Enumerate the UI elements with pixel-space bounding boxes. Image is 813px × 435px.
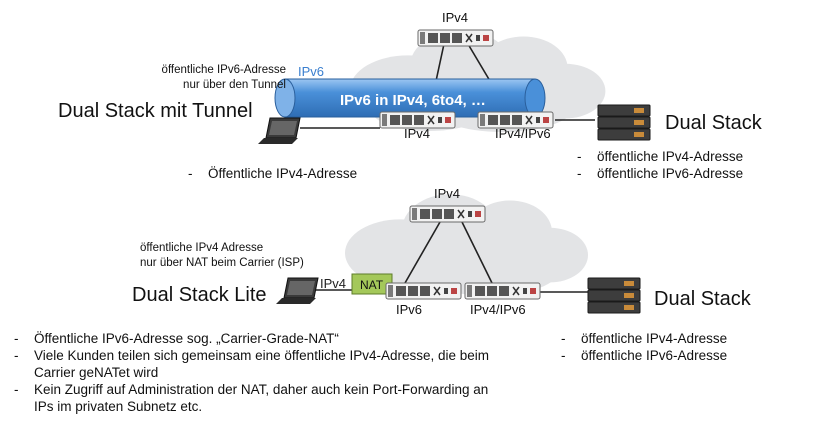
top-router-right-label: IPv4/IPv6 (495, 126, 551, 141)
bottom-title: Dual Stack Lite (132, 284, 267, 306)
top-note-line2: nur über den Tunnel (183, 79, 286, 91)
bottom-note-line2: nur über NAT beim Carrier (ISP) (140, 257, 304, 269)
bottom-bullet-left-1: Viele Kunden teilen sich gemeinsam eine … (10, 347, 510, 381)
top-router-left-label: IPv4 (404, 126, 431, 141)
bottom-bullet-right-0: öffentliche IPv4-Adresse (557, 330, 727, 347)
top-router-upper-label: IPv4 (442, 10, 469, 25)
bottom-link-tag: IPv4 (320, 276, 347, 291)
tunnel-label: IPv6 in IPv4, 6to4, … (340, 92, 486, 109)
tunnel-tag: IPv6 (298, 64, 325, 79)
bottom-router-right-label: IPv4/IPv6 (470, 302, 526, 317)
router-icon-bottom-left (385, 282, 462, 300)
top-right-title: Dual Stack (665, 112, 762, 134)
top-bullet-left-0: Öffentliche IPv4-Adresse (184, 165, 357, 182)
top-note-line1: öffentliche IPv6-Adresse (161, 64, 286, 76)
nat-box: NAT (351, 273, 393, 295)
top-bullets-left: Öffentliche IPv4-Adresse (184, 165, 357, 182)
bottom-bullets-left: Öffentliche IPv6-Adresse sog. „Carrier-G… (10, 330, 510, 415)
bottom-bullet-left-2: Kein Zugriff auf Administration der NAT,… (10, 381, 510, 415)
bottom-bullet-left-0: Öffentliche IPv6-Adresse sog. „Carrier-G… (10, 330, 510, 347)
laptop-icon-top (257, 117, 301, 145)
top-bullets-right: öffentliche IPv4-Adresse öffentliche IPv… (573, 148, 743, 182)
top-bullet-right-1: öffentliche IPv6-Adresse (573, 165, 743, 182)
top-title: Dual Stack mit Tunnel (58, 100, 253, 122)
bottom-router-upper-label: IPv4 (434, 186, 461, 201)
links-bottom (310, 221, 588, 293)
ipv6-tunnel: IPv6 in IPv4, 6to4, … (274, 78, 546, 118)
bottom-router-left-label: IPv6 (396, 302, 423, 317)
router-icon-bottom-right (464, 282, 541, 300)
bottom-bullets-right: öffentliche IPv4-Adresse öffentliche IPv… (557, 330, 727, 364)
router-icon-top-upper (417, 29, 494, 47)
bottom-note: öffentliche IPv4 Adresse nur über NAT be… (140, 241, 304, 271)
router-icon-bottom-upper (409, 205, 486, 223)
top-note: öffentliche IPv6-Adresse nur über den Tu… (136, 63, 286, 93)
top-bullet-right-0: öffentliche IPv4-Adresse (573, 148, 743, 165)
bottom-note-line1: öffentliche IPv4 Adresse (140, 242, 264, 254)
nat-label: NAT (360, 278, 384, 292)
server-stack-icon-bottom (587, 277, 641, 314)
laptop-icon-bottom (275, 277, 319, 305)
bottom-bullet-right-1: öffentliche IPv6-Adresse (557, 347, 727, 364)
server-stack-icon-top (597, 104, 651, 141)
bottom-right-title: Dual Stack (654, 288, 751, 310)
